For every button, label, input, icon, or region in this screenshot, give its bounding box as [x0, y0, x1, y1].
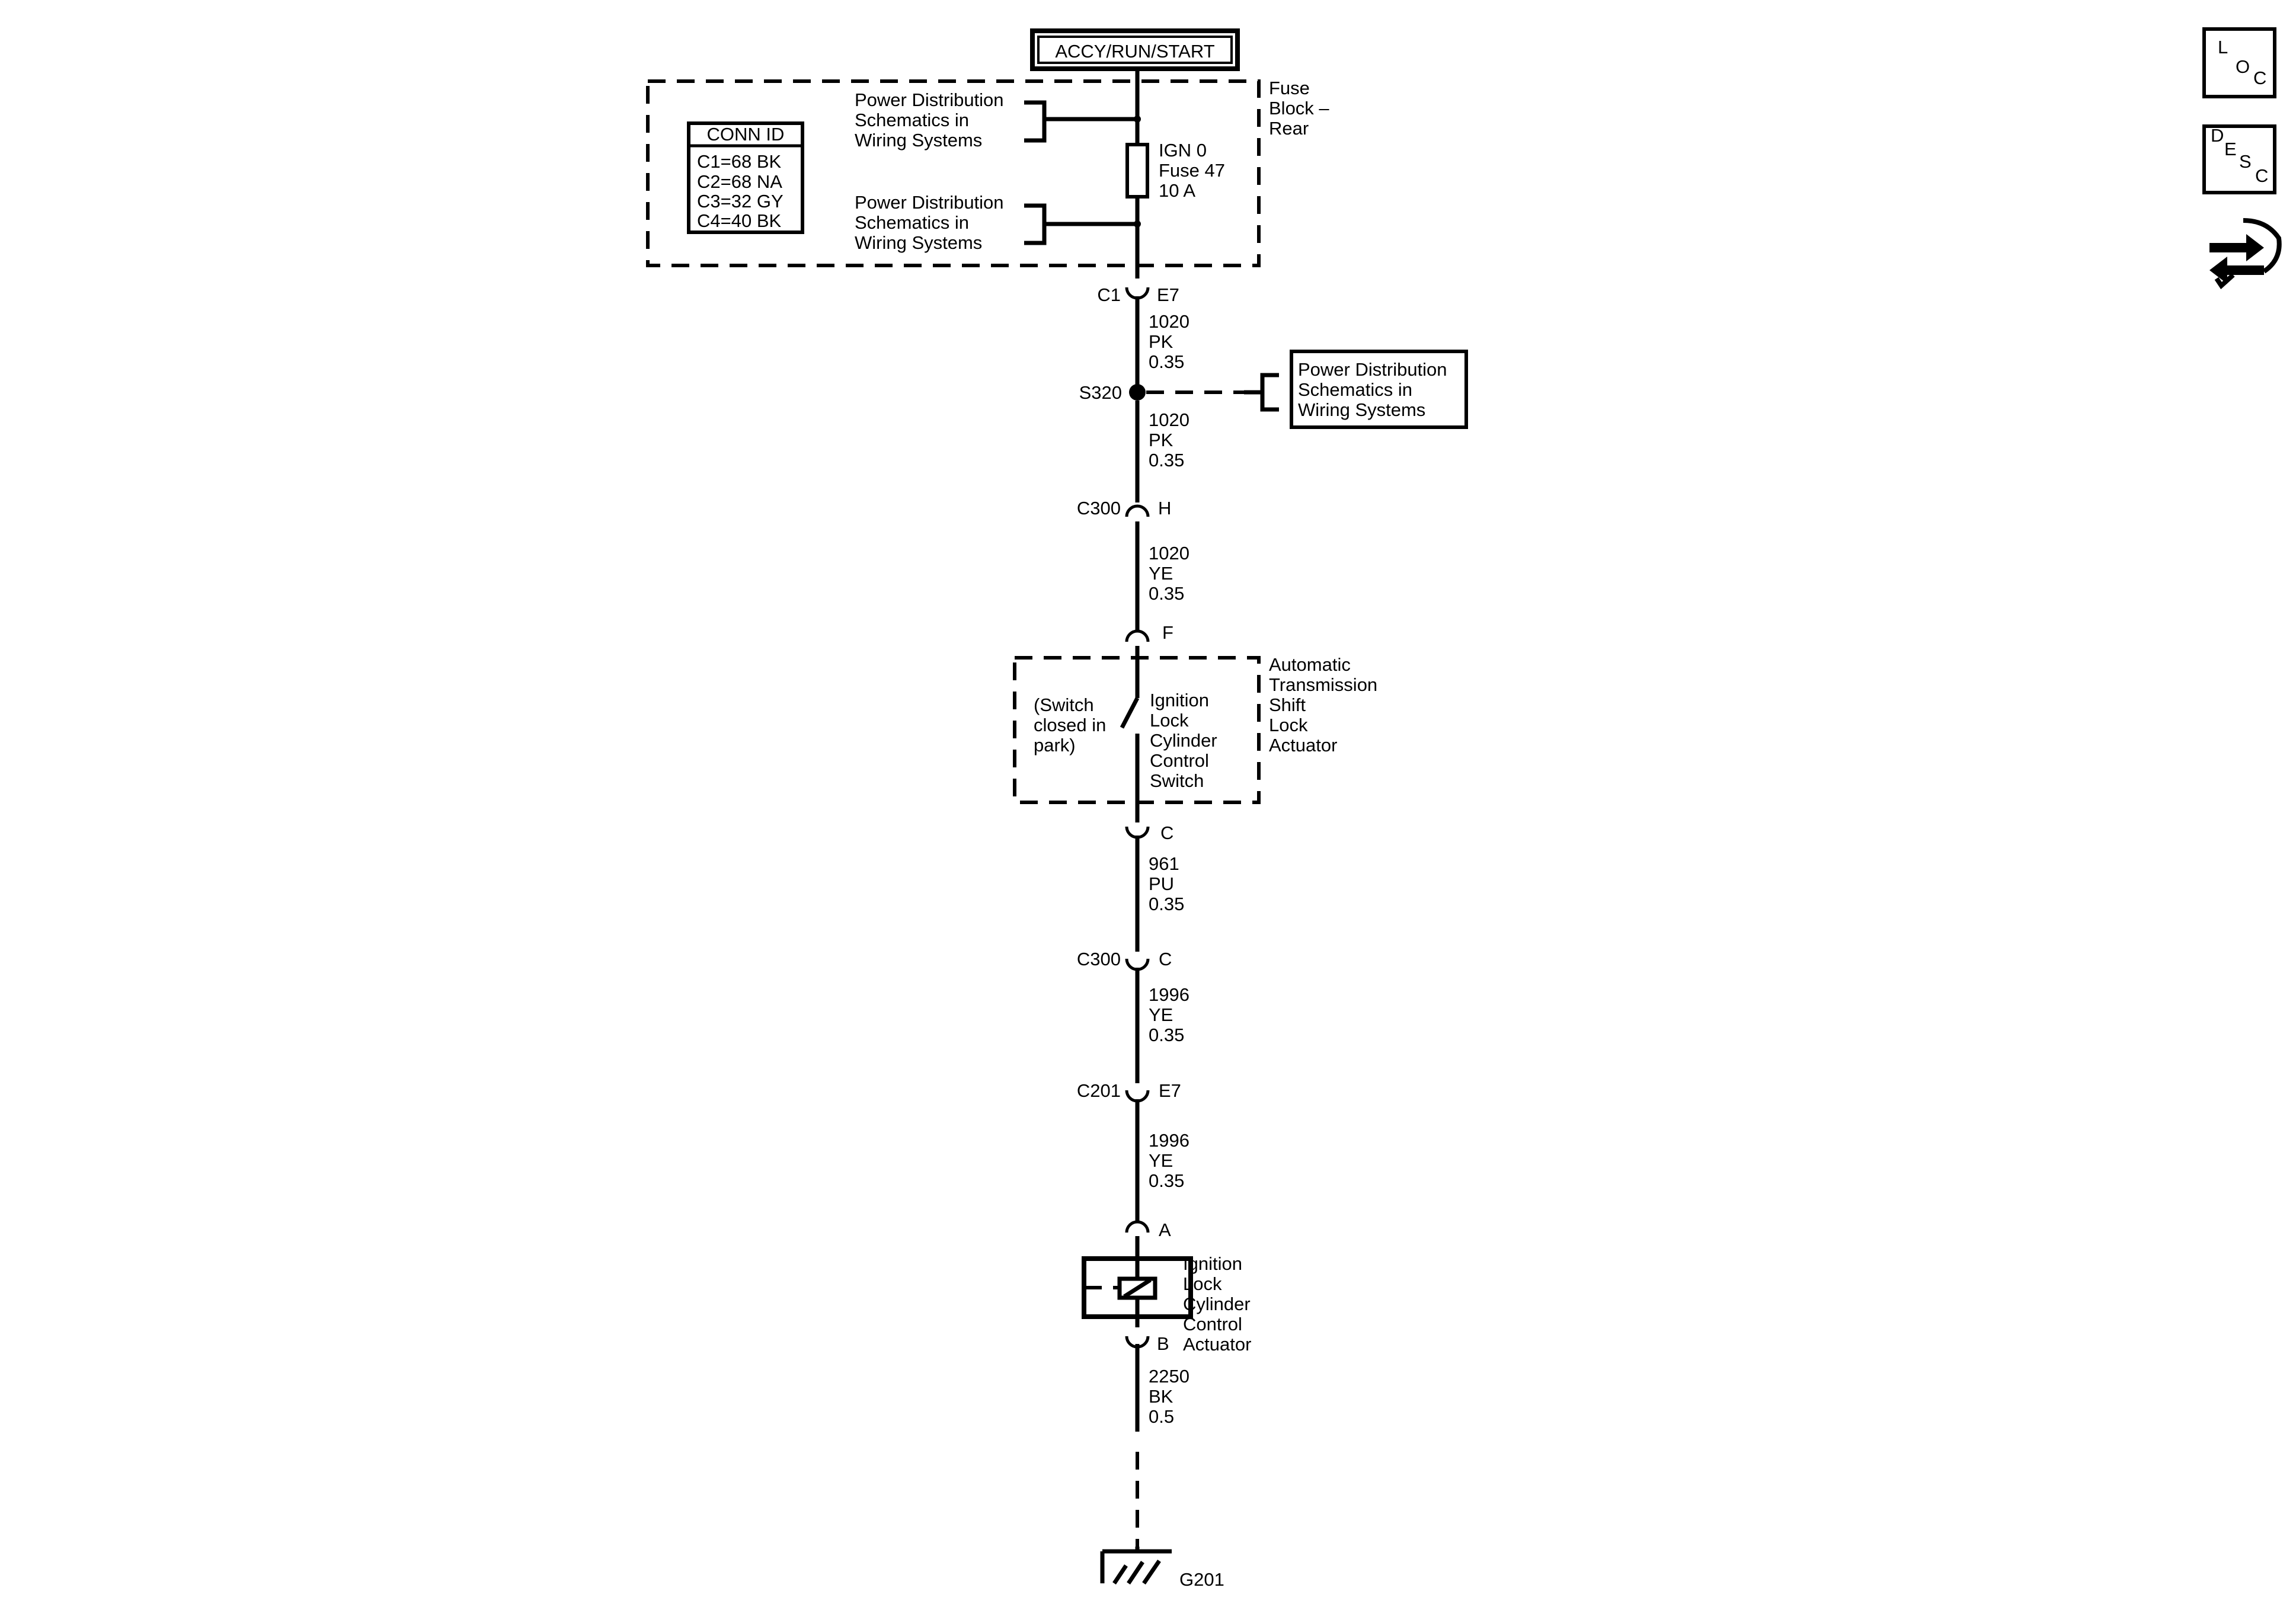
- power-source-box: ACCY/RUN/START: [1030, 28, 1240, 71]
- svg-text:E: E: [2224, 139, 2237, 159]
- pin-c-label: C: [1160, 822, 1173, 843]
- switch-name: Ignition Lock Cylinder Control Switch: [1150, 690, 1222, 791]
- fuse-block-ref-top: Power Distribution Schematics in Wiring …: [855, 89, 1009, 151]
- wire-label: 1020 YE 0.35: [1149, 543, 1195, 604]
- ground-icon: [1100, 1547, 1172, 1585]
- fuse-block-label: Fuse Block – Rear: [1269, 78, 1334, 139]
- connector-c300-c-pin: C: [1159, 949, 1172, 969]
- fuse-block-label-line: Fuse: [1269, 78, 1310, 98]
- wire-label: 1996 YE 0.35: [1149, 984, 1195, 1045]
- switch-component-label: Automatic Transmission Shift Lock Actuat…: [1269, 654, 1383, 756]
- svg-text:C: C: [2255, 165, 2268, 186]
- connector-c300-c-label: C300: [1077, 949, 1121, 969]
- ref-bottom-bracket: [1024, 203, 1047, 245]
- svg-text:O: O: [2236, 56, 2250, 77]
- splice-ref-box: [1290, 350, 1468, 429]
- fuse-label: IGN 0 Fuse 47 10 A: [1159, 140, 1230, 201]
- ref-top-bracket: [1024, 100, 1047, 143]
- connector-c201-pin: E7: [1159, 1080, 1181, 1101]
- svg-text:L: L: [2218, 37, 2228, 57]
- desc-icon[interactable]: D E S C: [2202, 124, 2276, 194]
- loc-icon[interactable]: L O C: [2202, 27, 2276, 98]
- wire-label: 961 PU 0.35: [1149, 853, 1184, 914]
- wire-label: 2250 BK 0.5: [1149, 1366, 1195, 1427]
- fuse-block-outline: [646, 79, 1261, 267]
- conn-id-row: C4=40 BK: [697, 210, 782, 231]
- connector-c300-h-label: C300: [1077, 498, 1121, 518]
- splice-s320-label: S320: [1079, 382, 1122, 403]
- connector-c201-label: C201: [1077, 1080, 1121, 1101]
- connector-c1-pin: E7: [1157, 284, 1179, 305]
- swap-arrows-icon[interactable]: [2209, 218, 2282, 290]
- wire-label: 1020 PK 0.35: [1149, 409, 1195, 470]
- connector-c300-h: [1125, 504, 1150, 517]
- splice-ref-bracket: [1260, 373, 1279, 412]
- splice-ref-text: Power Distribution Schematics in Wiring …: [1298, 359, 1452, 420]
- pin-b-label: B: [1157, 1333, 1169, 1354]
- fuse-block-label-line: Block –: [1269, 98, 1329, 119]
- actuator-label: Ignition Lock Cylinder Control Actuator: [1183, 1253, 1255, 1355]
- conn-id-row: C3=32 GY: [697, 191, 784, 212]
- conn-id-table: CONN ID C1=68 BK C2=68 NA C3=32 GY C4=40…: [687, 121, 804, 234]
- pin-a-label: A: [1159, 1219, 1171, 1240]
- svg-text:S: S: [2239, 151, 2252, 172]
- svg-text:C: C: [2253, 68, 2266, 88]
- switch-note: (Switch closed in park): [1034, 694, 1111, 756]
- ignition-switch-blade: [1120, 697, 1140, 729]
- wire-label: 1996 YE 0.35: [1149, 1130, 1195, 1191]
- splice-s320: [1129, 384, 1146, 401]
- fuse-symbol: [1125, 143, 1149, 199]
- pin-f-connector: [1125, 629, 1150, 642]
- connector-c1-label: C1: [1097, 284, 1121, 305]
- fuse-block-label-line: Rear: [1269, 118, 1309, 139]
- conn-id-title: CONN ID: [707, 124, 785, 145]
- conn-id-row: C2=68 NA: [697, 171, 782, 192]
- pin-a-connector: [1125, 1220, 1150, 1233]
- fuse-block-ref-bottom: Power Distribution Schematics in Wiring …: [855, 192, 1009, 253]
- ground-label: G201: [1179, 1569, 1224, 1590]
- power-source-label: ACCY/RUN/START: [1055, 41, 1214, 62]
- pin-f-label: F: [1162, 622, 1173, 643]
- conn-id-row: C1=68 BK: [697, 151, 782, 172]
- wire-label: 1020 PK 0.35: [1149, 311, 1195, 372]
- connector-c300-h-pin: H: [1158, 498, 1171, 518]
- svg-text:D: D: [2211, 125, 2224, 146]
